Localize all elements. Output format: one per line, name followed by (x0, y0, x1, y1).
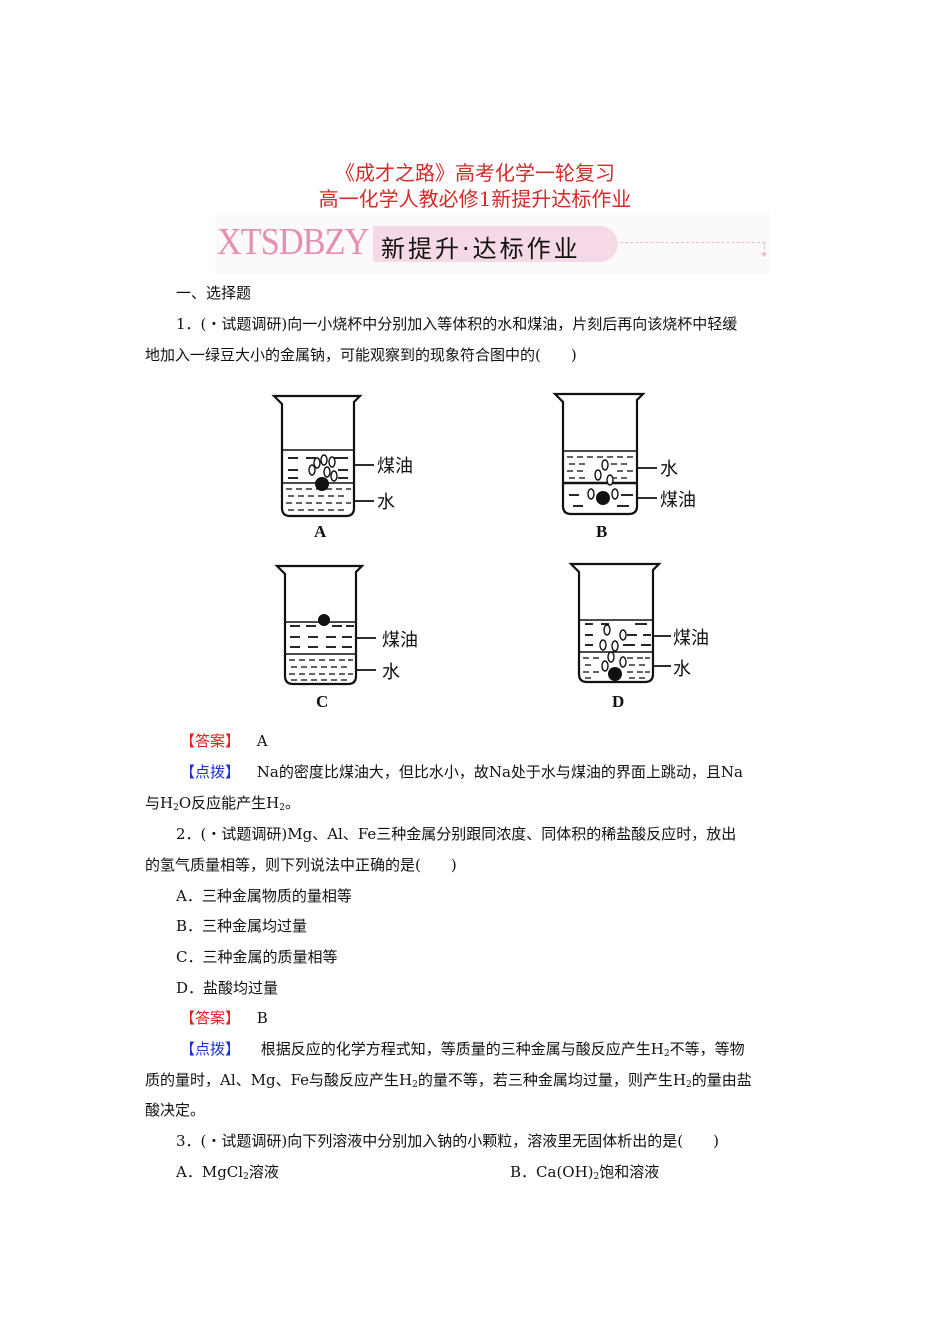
q3-option-text: B．Ca(OH) (510, 1163, 594, 1181)
q1-answer-tag: 【答案】 (180, 732, 241, 750)
subscript: 2 (243, 1172, 249, 1182)
document-title-line2: 高一化学人教必修1新提升达标作业 (318, 187, 632, 211)
beaker-d-icon (568, 562, 671, 684)
q2-option-a: A．三种金属物质的量相等 (176, 887, 352, 905)
figure-b-top-label: 水 (660, 459, 678, 480)
q3-option-a: A．MgCl2溶液 (176, 1162, 279, 1187)
subscript: 2 (279, 803, 285, 813)
banner-text: 新提升·达标作业 (381, 235, 581, 263)
q1-text-line1: 1．(・试题调研)向一小烧杯中分别加入等体积的水和煤油，片刻后再向该烧杯中轻缓 (176, 315, 738, 333)
q2-answer-row: 【答案】 B (180, 1008, 268, 1028)
beaker-c-icon (274, 564, 376, 686)
q1-hint-line1: Na的密度比煤油大，但比水小，故Na处于水与煤油的界面上跳动，且Na (256, 763, 744, 781)
q3-option-text: A．MgCl (176, 1163, 244, 1181)
beaker-b-icon (552, 392, 657, 516)
q1-answer-value: A (256, 732, 268, 750)
q1-hint-text: 。 (284, 794, 300, 812)
q2-text-line2: 的氢气质量相等，则下列说法中正确的是( ) (145, 856, 457, 874)
section-heading: 一、选择题 (176, 284, 252, 302)
q1-answer-row: 【答案】 A (180, 731, 268, 751)
figure-c-bottom-label: 水 (382, 662, 400, 683)
figure-a-top-label: 煤油 (377, 456, 413, 477)
figure-a: 煤油 水 A (262, 388, 462, 548)
subscript: 2 (593, 1172, 600, 1182)
q2-hint-text: 不等，等物 (669, 1040, 745, 1058)
figure-b: 水 煤油 B (543, 388, 743, 548)
banner-arrow-icon (761, 253, 767, 257)
q3-option-text: 溶液 (248, 1163, 279, 1181)
subscript: 2 (173, 803, 179, 813)
figure-a-caption: A (314, 522, 327, 541)
q1-hint-text: O反应能产生H (178, 794, 280, 812)
banner-dashed-line-vertical (764, 242, 765, 254)
figure-d: 煤油 水 D (543, 558, 743, 718)
banner-dashed-line (620, 242, 765, 243)
q2-option-b: B．三种金属均过量 (176, 917, 308, 935)
figure-d-top-label: 煤油 (673, 628, 709, 649)
figure-c: 煤油 水 C (262, 558, 462, 718)
figure-c-caption: C (316, 692, 329, 711)
subscript: 2 (663, 1049, 670, 1059)
q3-option-text: 饱和溶液 (599, 1163, 660, 1181)
q2-text-line1: 2．(・试题调研)Mg、Al、Fe三种金属分别跟同浓度、同体积的稀盐酸反应时，放… (176, 825, 737, 843)
figure-d-caption: D (612, 692, 625, 711)
q2-answer-tag: 【答案】 (180, 1009, 241, 1027)
figure-d-bottom-label: 水 (673, 659, 691, 680)
beaker-a-icon (271, 394, 374, 518)
q2-option-d: D．盐酸均过量 (176, 979, 279, 997)
document-title-line1: 《成才之路》高考化学一轮复习 (335, 161, 615, 185)
q1-hint-tag: 【点拨】 (180, 763, 241, 781)
q3-option-b: B．Ca(OH)2饱和溶液 (510, 1162, 659, 1187)
q2-hint-text: 质的量时，Al、Mg、Fe与酸反应产生H (145, 1071, 413, 1089)
subscript: 2 (685, 1080, 692, 1090)
q2-hint-text: 的量不等，若三种金属均过量，则产生H (417, 1071, 686, 1089)
q3-text-line1: 3．(・试题调研)向下列溶液中分别加入钠的小颗粒，溶液里无固体析出的是( ) (176, 1132, 719, 1150)
q2-option-c: C．三种金属的质量相等 (176, 948, 338, 966)
q2-hint-text: 根据反应的化学方程式知，等质量的三种金属与酸反应产生H (260, 1040, 664, 1058)
q2-hint-text: 的量由盐 (691, 1071, 752, 1089)
section-banner: XTSDBZY 新提升·达标作业 (215, 212, 770, 274)
figure-c-top-label: 煤油 (382, 630, 418, 651)
figure-b-bottom-label: 煤油 (660, 490, 696, 511)
q2-hint-row: 【点拨】 根据反应的化学方程式知，等质量的三种金属与酸反应产生H2不等，等物 (180, 1039, 745, 1064)
banner-logo: XTSDBZY (217, 221, 369, 263)
q1-hint-row: 【点拨】 Na的密度比煤油大，但比水小，故Na处于水与煤油的界面上跳动，且Na (180, 762, 743, 782)
q1-hint-line2: 与H2O反应能产生H2。 (145, 793, 300, 818)
subscript: 2 (412, 1080, 418, 1090)
q2-answer-value: B (256, 1009, 268, 1027)
q2-hint-tag: 【点拨】 (180, 1040, 241, 1058)
q2-hint-line2: 质的量时，Al、Mg、Fe与酸反应产生H2的量不等，若三种金属均过量，则产生H2… (145, 1070, 752, 1095)
q1-hint-text: 与H (145, 794, 174, 812)
q2-hint-line3: 酸决定。 (145, 1101, 206, 1119)
banner-pill: 新提升·达标作业 (373, 226, 618, 263)
q1-text-line2: 地加入一绿豆大小的金属钠，可能观察到的现象符合图中的( ) (145, 346, 577, 364)
figure-a-bottom-label: 水 (377, 492, 395, 513)
figure-b-caption: B (596, 522, 608, 541)
